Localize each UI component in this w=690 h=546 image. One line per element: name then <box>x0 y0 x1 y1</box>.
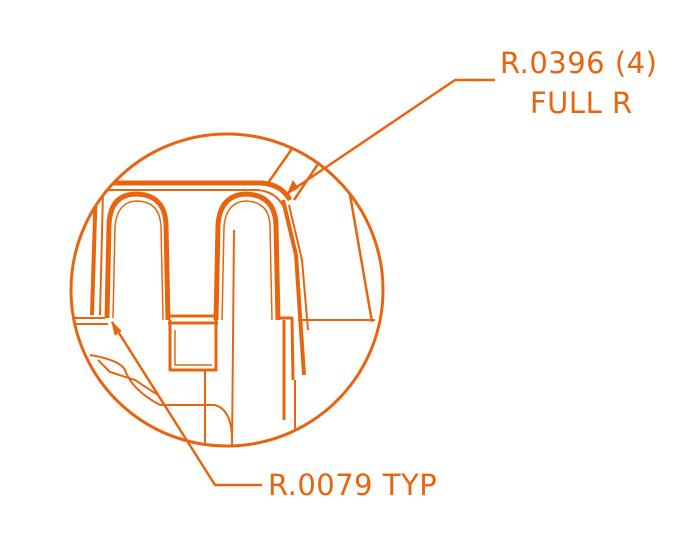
detail-circle <box>69 132 385 448</box>
radius-callout-top: R.0396 (4) <box>500 46 658 80</box>
radius-callout-bottom: R.0079 TYP <box>268 468 438 502</box>
part-geometry <box>71 142 375 446</box>
radius-callout-top-note: FULL R <box>530 86 633 120</box>
leader-line-bottom <box>110 321 262 487</box>
leader-line-top <box>287 78 495 195</box>
